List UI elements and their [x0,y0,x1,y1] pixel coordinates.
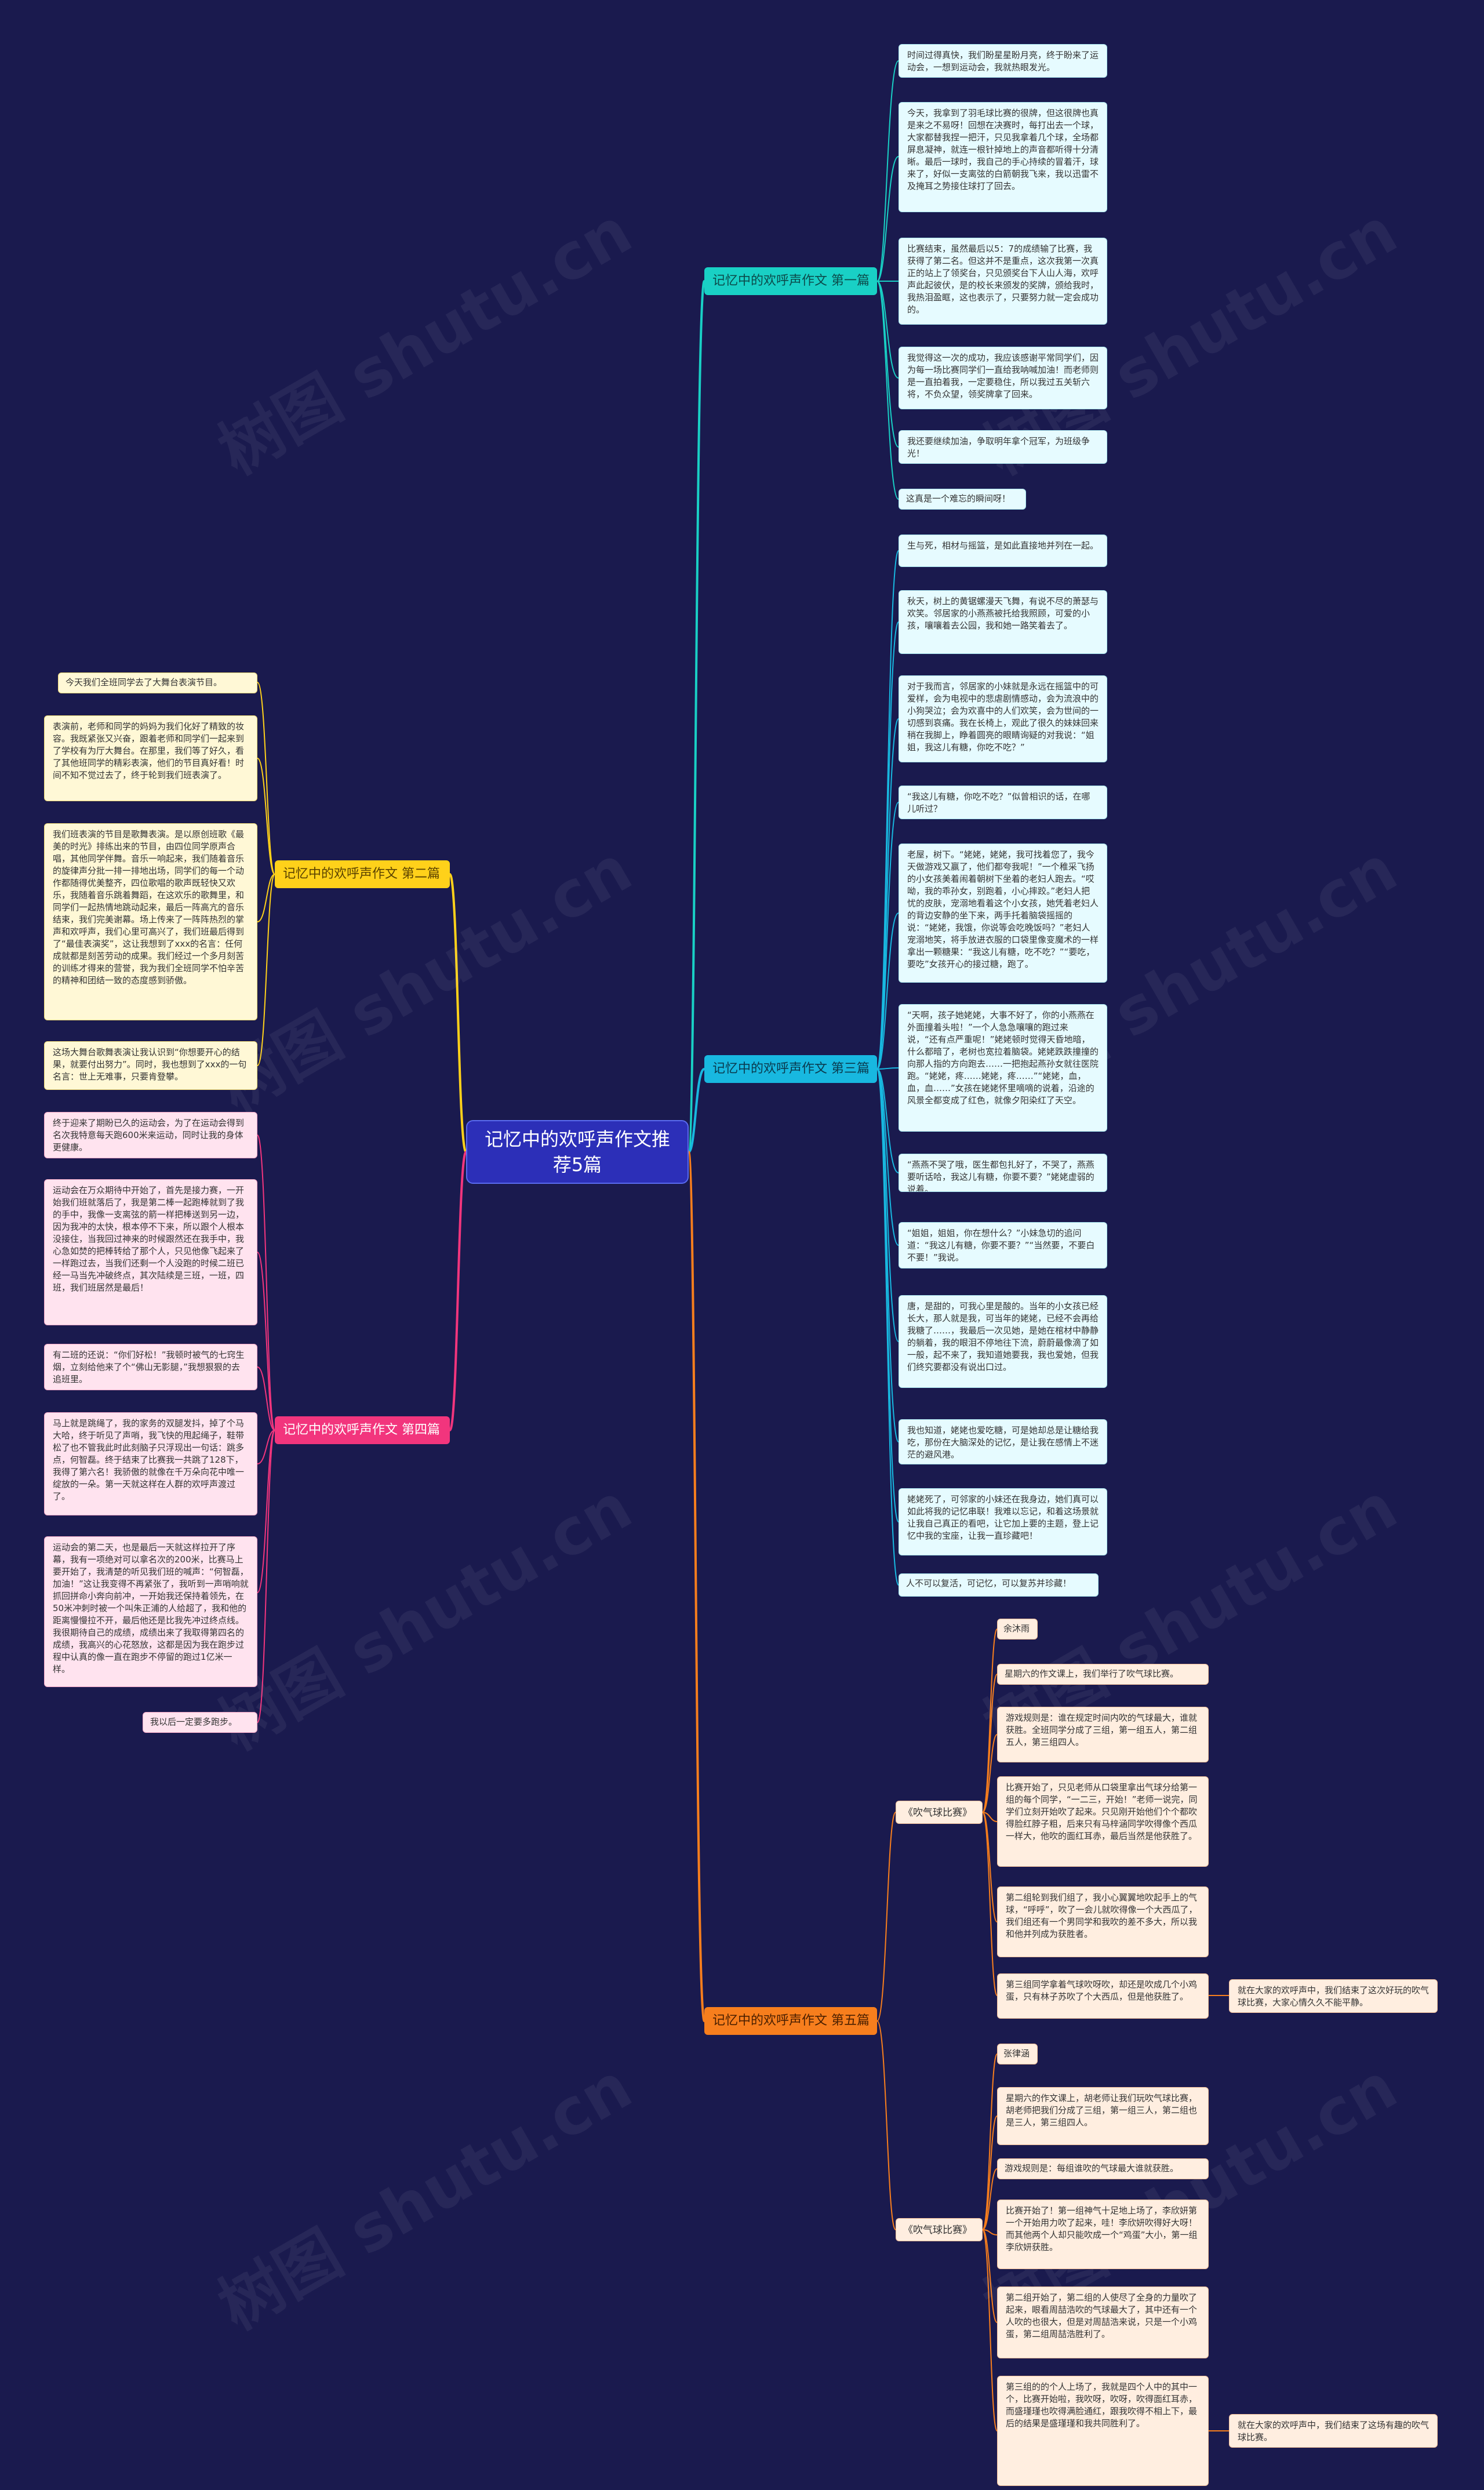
leaf-b5-g1-3[interactable]: 游戏规则是：谁在规定时间内吹的气球最大，谁就获胜。全班同学分成了三组，第一组五人… [997,1707,1209,1762]
links-b4 [257,1135,275,1723]
leaf-b3-12[interactable]: 人不可以复活，可记忆，可以复苏并珍藏！ [899,1573,1099,1597]
branch-second[interactable]: 记忆中的欢呼声作文 第二篇 [275,860,450,888]
leaf-b1-4[interactable]: 我觉得这一次的成功，我应该感谢平常同学们，因为每一场比赛同学们一直给我呐喊加油！… [899,347,1107,409]
link-root-b3 [688,1068,705,1153]
leaf-b1-3[interactable]: 比赛结束，虽然最后以5：7的成绩输了比赛，我获得了第二名。但这并不是重点，这次我… [899,238,1107,325]
leaf-b4-4[interactable]: 马上就是跳绳了，我的家务的双腿发抖，掉了个马大哈，终于听见了声哨，我飞快的甩起绳… [44,1412,257,1515]
leaf-b3-11[interactable]: 姥姥死了，可邻家的小妹还在我身边，她们真可以如此将我的记忆串联！我难以忘记，和着… [899,1488,1107,1555]
leaf-b3-4[interactable]: “我这儿有糖，你吃不吃？”似曾相识的话，在哪儿听过？ [899,786,1107,819]
leaf-b4-3[interactable]: 有二班的还说：“你们好松！”我顿时被气的七窍生烟，立刻给他来了个“佛山无影腿，”… [44,1344,257,1390]
leaf-b3-5[interactable]: 老屋，树下。“姥姥，姥姥，我可找着您了，我今天做游戏又赢了，他们都夸我呢！”一个… [899,844,1107,983]
leaf-b4-2[interactable]: 运动会在万众期待中开始了，首先是接力赛，一开始我们班就落后了，我是第二棒一起跑棒… [44,1179,257,1325]
root-topic[interactable]: 记忆中的欢呼声作文推荐5篇 [466,1120,689,1184]
leaf-b3-3[interactable]: 对于我而言，邻居家的小妹就是永远在摇篮中的可爱样，会为电视中的悲虐剧情感动，会为… [899,675,1107,762]
leaf-b1-5[interactable]: 我还要继续加油，争取明年拿个冠军，为班级争光！ [899,430,1107,464]
leaf-b2-1[interactable]: 今天我们全班同学去了大舞台表演节目。 [58,673,257,693]
leaf-b1-6[interactable]: 这真是一个难忘的瞬间呀！ [899,489,1026,510]
leaf-b5-g1-5[interactable]: 第二组轮到我们组了，我小心翼翼地吹起手上的气球，“呼呼”，吹了一会儿就吹得像一个… [997,1886,1209,1957]
leaf-b5-g1-2[interactable]: 星期六的作文课上，我们举行了吹气球比赛。 [997,1664,1209,1685]
link-root-b1 [688,280,705,1153]
branch-third[interactable]: 记忆中的欢呼声作文 第三篇 [704,1055,877,1083]
leaf-b2-2[interactable]: 表演前，老师和同学的妈妈为我们化好了精致的妆容。我既紧张又兴奋，跟着老师和同学们… [44,715,257,801]
leaf-b3-9[interactable]: 唐，是甜的，可我心里是酸的。当年的小女孩已经长大，那人就是我，可当年的姥姥，已经… [899,1295,1107,1388]
leaf-b5-g1-6[interactable]: 第三组同学拿着气球吹呀吹，却还是吹成几个小鸡蛋，只有林子苏吹了个大西瓜，但是他获… [997,1973,1209,2019]
leaf-b4-6[interactable]: 我以后一定要多跑步。 [143,1712,257,1733]
leaf-b5-g1-1[interactable]: 余沐雨 [997,1619,1038,1640]
leaf-b4-5[interactable]: 运动会的第二天，也是最后一天就这样拉开了序幕，我有一项绝对可以拿名次的200米，… [44,1536,257,1687]
link-root-b5 [688,1151,705,2022]
leaf-b5-g2-2[interactable]: 星期六的作文课上，胡老师让我们玩吹气球比赛，胡老师把我们分成了三组，第一组三人，… [997,2087,1209,2145]
links-b5 [876,1629,1229,2431]
branch-first[interactable]: 记忆中的欢呼声作文 第一篇 [704,267,877,295]
leaf-b3-2[interactable]: 秋天，树上的黄锯螺漫天飞舞，有说不尽的萧瑟与欢笑。邻居家的小燕燕被托给我照顾，可… [899,590,1107,654]
leaf-b1-2[interactable]: 今天，我拿到了羽毛球比赛的很牌，但这很牌也真是来之不易呀！回想在决赛时，每打出去… [899,102,1107,212]
leaf-b3-8[interactable]: “姐姐，姐姐，你在想什么？”小妹急切的追问道：“我这儿有糖，你要不要？”“当然要… [899,1222,1107,1268]
leaf-b3-10[interactable]: 我也知道，姥姥也爱吃糖，可是她却总是让糖给我吃，那份在大脑深处的记忆，是让我在感… [899,1419,1107,1464]
subtopic-balloon-2[interactable]: 《吹气球比赛》 [896,2218,983,2241]
link-root-b4 [449,1151,467,1431]
leaf-b5-g2-5[interactable]: 第二组开始了，第二组的人使尽了全身的力量吹了起来，眼看周喆浩吹的气球最大了，其中… [997,2287,1209,2358]
leaf-b5-g1-4[interactable]: 比赛开始了，只见老师从口袋里拿出气球分给第一组的每个同学，“一二三，开始！”老师… [997,1776,1209,1867]
links-b3 [876,550,899,1586]
leaf-b2-4[interactable]: 这场大舞台歌舞表演让我认识到“你想要开心的结果，就要付出努力”。同时，我也想到了… [44,1041,257,1090]
leaf-b5-g2-6[interactable]: 第三组的的个人上场了，我就是四个人中的其中一个，比赛开始啦，我吹呀，吹呀，吹得面… [997,2376,1209,2486]
leaf-b4-1[interactable]: 终于迎来了期盼已久的运动会，为了在运动会得到名次我特意每天跑600米来运动，同时… [44,1112,257,1158]
leaf-b3-1[interactable]: 生与死，相材与摇篮，是如此直接地并列在一起。 [899,535,1107,567]
branch-fifth[interactable]: 记忆中的欢呼声作文 第五篇 [704,2007,877,2035]
leaf-b5-g1-tail[interactable]: 就在大家的欢呼声中，我们结束了这次好玩的吹气球比赛，大家心情久久不能平静。 [1229,1979,1438,2013]
leaf-b2-3[interactable]: 我们班表演的节目是歌舞表演。是以原创班歌《最美的时光》排练出来的节目，由四位同学… [44,823,257,1020]
link-root-b2 [449,873,467,1153]
leaf-b5-g2-1[interactable]: 张律涵 [997,2044,1038,2064]
links-b2 [257,682,275,1066]
branch-fourth[interactable]: 记忆中的欢呼声作文 第四篇 [275,1416,450,1444]
links-b1 [876,60,899,500]
leaf-b3-7[interactable]: “燕燕不哭了哦，医生都包扎好了，不哭了，燕燕要听话哈，我这儿有糖，你要不要？”姥… [899,1154,1107,1192]
leaf-b5-g2-3[interactable]: 游戏规则是：每组谁吹的气球最大谁就获胜。 [997,2158,1209,2179]
leaf-b1-1[interactable]: 时间过得真快，我们盼星星盼月亮，终于盼来了运动会，一想到运动会，我就热眼发光。 [899,44,1107,78]
leaf-b5-g2-tail[interactable]: 就在大家的欢呼声中，我们结束了这场有趣的吹气球比赛。 [1229,2414,1438,2448]
subtopic-balloon-1[interactable]: 《吹气球比赛》 [896,1801,983,1824]
leaf-b3-6[interactable]: “天啊，孩子她姥姥，大事不好了，你的小燕燕在外面撞着头啦！”一个人急急嚷嚷的跑过… [899,1004,1107,1132]
leaf-b5-g2-4[interactable]: 比赛开始了！第一组神气十足地上场了，李欣妍第一个开始用力吹了起来，哇！李欣妍吹得… [997,2200,1209,2269]
